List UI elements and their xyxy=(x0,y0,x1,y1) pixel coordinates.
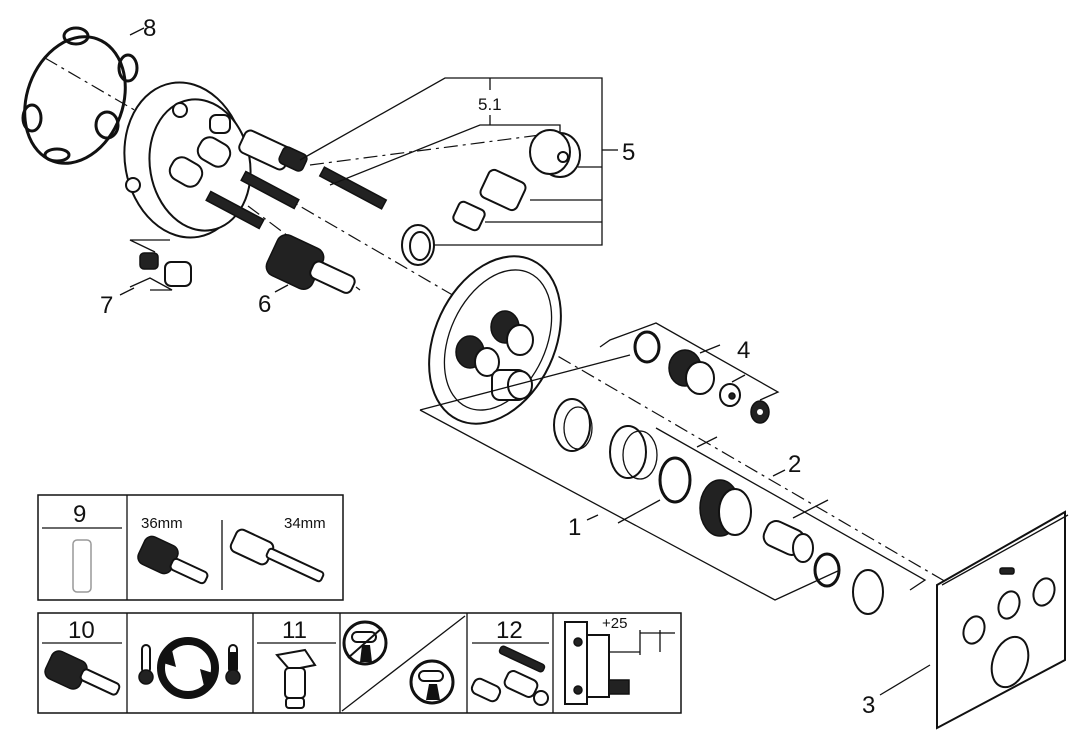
part-8-gasket xyxy=(21,26,139,165)
callout-3: 3 xyxy=(862,692,875,719)
axis-5 xyxy=(309,134,541,166)
no-lever-icon xyxy=(342,620,388,666)
thermometer-cold-icon xyxy=(138,644,154,685)
legend-box-9 xyxy=(37,494,344,601)
callout-6: 6 xyxy=(258,291,271,318)
part-4-components xyxy=(633,330,770,424)
callout-2: 2 xyxy=(788,451,801,478)
callout-5: 5 xyxy=(622,139,635,166)
size-36mm: 36mm xyxy=(141,515,183,532)
part-7 xyxy=(129,239,192,291)
dimension-plus-25: +25 xyxy=(602,615,627,632)
part-5-components xyxy=(401,129,581,266)
part-3-trim-plate xyxy=(936,510,1069,730)
box-9-number: 9 xyxy=(73,501,86,528)
tool-sleeve-icon xyxy=(72,539,92,593)
leader-8 xyxy=(129,27,145,36)
part-1-2-components xyxy=(553,398,884,615)
installation-depth-icon xyxy=(564,621,675,705)
valve-body xyxy=(123,81,308,239)
thermometer-hot-icon xyxy=(225,644,241,685)
tool-11-icon xyxy=(275,648,317,709)
extension-parts-icon xyxy=(470,645,549,706)
callout-1: 1 xyxy=(568,514,581,541)
part-5-1-spindle xyxy=(318,166,388,210)
callout-7: 7 xyxy=(100,292,113,319)
part-6-cartridge xyxy=(265,234,356,294)
box-11-number: 11 xyxy=(282,617,307,644)
leader-6 xyxy=(274,284,289,293)
bracket-4 xyxy=(599,322,780,401)
callout-8: 8 xyxy=(143,15,156,42)
size-34mm: 34mm xyxy=(284,515,326,532)
box-12-number: 12 xyxy=(496,617,523,644)
box-10-number: 10 xyxy=(68,617,95,644)
rotate-arrows-icon xyxy=(157,637,219,699)
callout-4: 4 xyxy=(737,337,750,364)
lever-icon xyxy=(409,659,455,705)
leader-3 xyxy=(879,664,931,696)
callout-5-1: 5.1 xyxy=(478,95,502,114)
leader-7 xyxy=(119,287,135,296)
